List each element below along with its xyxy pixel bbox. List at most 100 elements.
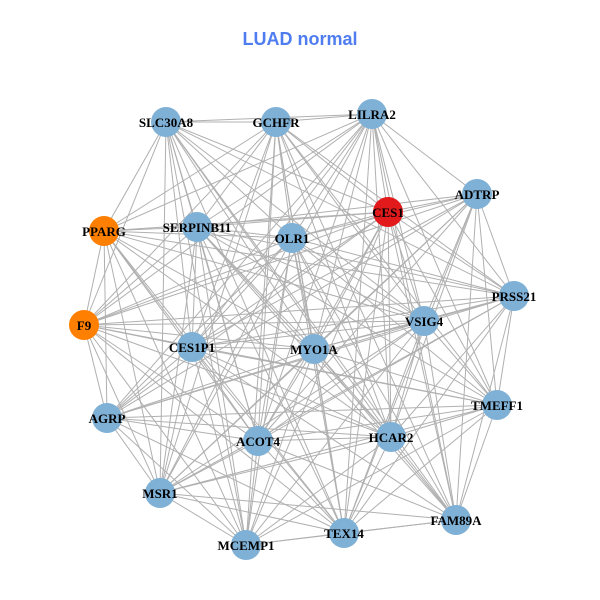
- node-circle[interactable]: [409, 306, 439, 336]
- node-circle[interactable]: [376, 422, 406, 452]
- node-serpinb11[interactable]: SERPINB11: [163, 212, 232, 242]
- node-acot4[interactable]: ACOT4: [236, 426, 281, 456]
- node-label: MSR1: [142, 486, 177, 501]
- edge-OLR1-F9: [83, 237, 293, 326]
- edge-VSIG4-CES1P1: [191, 320, 425, 348]
- edge-AGRP-TEX14: [106, 417, 345, 534]
- node-circle[interactable]: [482, 390, 512, 420]
- node-gchfr[interactable]: GCHFR: [253, 107, 301, 137]
- node-label: PPARG: [82, 224, 126, 239]
- edge-F9-MSR1: [83, 324, 161, 494]
- edge-SLC30A8-FAM89A: [165, 121, 457, 521]
- node-label: SERPINB11: [163, 220, 232, 235]
- node-label: AGRP: [89, 411, 126, 426]
- edge-MYO1A-MCEMP1: [245, 348, 315, 546]
- edge-HCAR2-MSR1: [159, 436, 392, 494]
- edge-CES1-TMEFF1: [387, 211, 498, 406]
- node-circle[interactable]: [462, 179, 492, 209]
- edge-GCHFR-LILRA2: [275, 113, 373, 123]
- edges-layer: [83, 113, 515, 546]
- node-circle[interactable]: [151, 107, 181, 137]
- edge-OLR1-AGRP: [106, 237, 293, 419]
- edge-CES1P1-ACOT4: [191, 346, 259, 442]
- edge-VSIG4-FAM89A: [423, 320, 457, 521]
- edge-F9-MCEMP1: [83, 324, 247, 546]
- edge-ACOT4-MCEMP1: [245, 440, 259, 546]
- node-circle[interactable]: [182, 212, 212, 242]
- node-circle[interactable]: [329, 518, 359, 548]
- edge-CES1-OLR1: [291, 211, 389, 239]
- edge-VSIG4-MSR1: [159, 320, 425, 494]
- edge-SERPINB11-MYO1A: [196, 226, 315, 350]
- edge-MYO1A-TEX14: [313, 348, 345, 534]
- node-mcemp1[interactable]: MCEMP1: [217, 530, 275, 560]
- edge-SERPINB11-VSIG4: [196, 226, 425, 322]
- edge-TMEFF1-ACOT4: [257, 404, 498, 442]
- node-label: GCHFR: [253, 115, 301, 130]
- node-label: MCEMP1: [217, 538, 274, 553]
- node-f9[interactable]: F9: [69, 310, 99, 340]
- node-adtrp[interactable]: ADTRP: [455, 179, 500, 209]
- node-pparg[interactable]: PPARG: [82, 216, 126, 246]
- node-circle[interactable]: [499, 281, 529, 311]
- edge-GCHFR-CES1P1: [191, 121, 277, 348]
- node-circle[interactable]: [89, 216, 119, 246]
- node-circle[interactable]: [373, 197, 403, 227]
- node-ces1p1[interactable]: CES1P1: [169, 332, 215, 362]
- node-circle[interactable]: [92, 403, 122, 433]
- edge-OLR1-ACOT4: [257, 237, 293, 442]
- node-olr1[interactable]: OLR1: [275, 223, 310, 253]
- edge-SERPINB11-MCEMP1: [196, 226, 247, 546]
- edge-F9-ACOT4: [83, 324, 259, 442]
- edge-ADTRP-TEX14: [343, 193, 478, 534]
- node-vsig4[interactable]: VSIG4: [405, 306, 444, 336]
- node-circle[interactable]: [145, 478, 175, 508]
- node-msr1[interactable]: MSR1: [142, 478, 178, 508]
- edge-LILRA2-MYO1A: [313, 113, 373, 350]
- node-circle[interactable]: [177, 332, 207, 362]
- node-circle[interactable]: [231, 530, 261, 560]
- edge-CES1P1-TMEFF1: [191, 346, 498, 406]
- node-label: TMEFF1: [471, 398, 523, 413]
- node-circle[interactable]: [277, 223, 307, 253]
- node-circle[interactable]: [243, 426, 273, 456]
- node-lilra2[interactable]: LILRA2: [348, 99, 396, 129]
- node-slc30a8[interactable]: SLC30A8: [139, 107, 194, 137]
- node-circle[interactable]: [357, 99, 387, 129]
- edge-SERPINB11-CES1P1: [191, 226, 198, 348]
- node-fam89a[interactable]: FAM89A: [430, 505, 482, 535]
- edge-ADTRP-CES1P1: [191, 193, 478, 348]
- edge-SLC30A8-PPARG: [103, 121, 167, 232]
- node-circle[interactable]: [299, 334, 329, 364]
- node-circle[interactable]: [69, 310, 99, 340]
- node-prss21[interactable]: PRSS21: [492, 281, 537, 311]
- node-circle[interactable]: [441, 505, 471, 535]
- edge-SERPINB11-PRSS21: [196, 226, 515, 297]
- node-label: TEX14: [324, 526, 364, 541]
- edge-OLR1-TEX14: [291, 237, 345, 534]
- edge-LILRA2-TMEFF1: [371, 113, 498, 406]
- edge-LILRA2-MSR1: [159, 113, 373, 494]
- edge-SLC30A8-CES1P1: [165, 121, 193, 348]
- edge-TMEFF1-HCAR2: [390, 404, 498, 438]
- edge-CES1-AGRP: [106, 211, 389, 419]
- edge-CES1P1-AGRP: [106, 346, 193, 419]
- edge-PPARG-HCAR2: [103, 230, 392, 438]
- edge-HCAR2-TEX14: [343, 436, 392, 534]
- node-circle[interactable]: [261, 107, 291, 137]
- node-myo1a[interactable]: MYO1A: [290, 334, 338, 364]
- edge-SLC30A8-SERPINB11: [165, 121, 198, 228]
- node-tmeff1[interactable]: TMEFF1: [471, 390, 523, 420]
- edge-SERPINB11-FAM89A: [196, 226, 457, 521]
- edge-OLR1-MSR1: [159, 237, 293, 494]
- node-ces1[interactable]: CES1: [372, 197, 404, 227]
- node-agrp[interactable]: AGRP: [89, 403, 126, 433]
- node-hcar2[interactable]: HCAR2: [369, 422, 414, 452]
- edge-MYO1A-TMEFF1: [313, 348, 498, 406]
- node-tex14[interactable]: TEX14: [324, 518, 364, 548]
- edge-PRSS21-TMEFF1: [496, 295, 515, 406]
- edge-F9-AGRP: [83, 324, 108, 419]
- edge-OLR1-PRSS21: [291, 237, 515, 297]
- edge-TMEFF1-MCEMP1: [245, 404, 498, 546]
